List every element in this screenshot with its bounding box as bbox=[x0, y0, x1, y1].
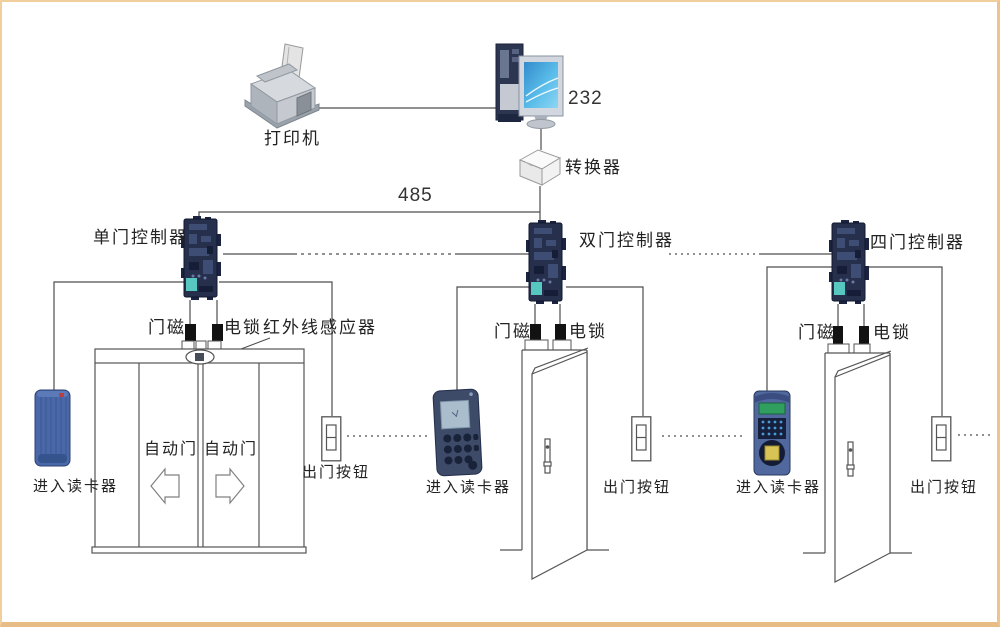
keypad-reader-icon bbox=[432, 388, 483, 477]
door-magnet-label-right: 门磁 bbox=[798, 323, 836, 342]
wire-ctrl2-sensors bbox=[534, 304, 561, 324]
controller-double-label: 双门控制器 bbox=[579, 231, 674, 250]
entry-reader-label-right: 进入读卡器 bbox=[736, 479, 822, 496]
wire-ctrl1-reader bbox=[53, 281, 184, 390]
bus-485-label: 485 bbox=[398, 185, 433, 206]
exit-button-right bbox=[932, 417, 951, 461]
wire-ctrl1-exitbtn bbox=[219, 281, 333, 416]
controller-quad-board bbox=[829, 220, 869, 304]
printer-icon bbox=[244, 43, 320, 129]
exit-button-label-mid: 出门按钮 bbox=[603, 479, 672, 496]
wire-485-bus bbox=[198, 211, 540, 222]
wire-ctrl3-exitbtn bbox=[869, 266, 943, 416]
serial-232-label: 232 bbox=[568, 88, 603, 109]
electric-lock-label-right: 电锁 bbox=[873, 323, 911, 342]
wire-ctrl2-exitbtn bbox=[566, 286, 644, 416]
converter-label: 转换器 bbox=[565, 158, 622, 177]
sensor-blocks bbox=[181, 324, 871, 354]
exit-button-left bbox=[322, 417, 341, 461]
arrow-right-icon bbox=[215, 467, 245, 505]
exit-button-label-left: 出门按钮 bbox=[302, 464, 371, 481]
door-double bbox=[500, 348, 609, 579]
computer-icon bbox=[495, 43, 564, 129]
door-magnet-label-left: 门磁 bbox=[148, 318, 186, 337]
wire-ctrl3-sensors bbox=[837, 304, 865, 326]
ir-sensor-label: 红外线感应器 bbox=[263, 318, 377, 337]
door-magnet-label-mid: 门磁 bbox=[494, 322, 532, 341]
sliding-door bbox=[91, 348, 307, 554]
exit-button-label-right: 出门按钮 bbox=[910, 479, 979, 496]
door-quad bbox=[803, 351, 912, 582]
exit-button-middle bbox=[632, 417, 651, 461]
auto-door-label-1: 自动门 bbox=[144, 441, 199, 458]
electric-lock-label-left: 电锁 bbox=[224, 318, 262, 337]
wire-ctrl1-sensors bbox=[189, 300, 218, 324]
electric-lock-label-mid: 电锁 bbox=[569, 322, 607, 341]
entry-reader-label-left: 进入读卡器 bbox=[33, 478, 119, 495]
converter-icon bbox=[518, 149, 562, 186]
controller-single-label: 单门控制器 bbox=[93, 228, 188, 247]
arrow-left-icon bbox=[150, 467, 180, 505]
card-reader-icon bbox=[34, 389, 71, 467]
wire-ctrl3-reader bbox=[766, 266, 832, 391]
fingerprint-reader-icon bbox=[753, 390, 791, 476]
auto-door-label-2: 自动门 bbox=[204, 441, 259, 458]
wiring-lines bbox=[53, 107, 993, 437]
wire-ctrl2-reader bbox=[456, 286, 529, 391]
controller-double-board bbox=[526, 220, 566, 304]
printer-label: 打印机 bbox=[264, 129, 321, 148]
entry-reader-label-mid: 进入读卡器 bbox=[426, 479, 512, 496]
controller-quad-label: 四门控制器 bbox=[870, 233, 965, 252]
